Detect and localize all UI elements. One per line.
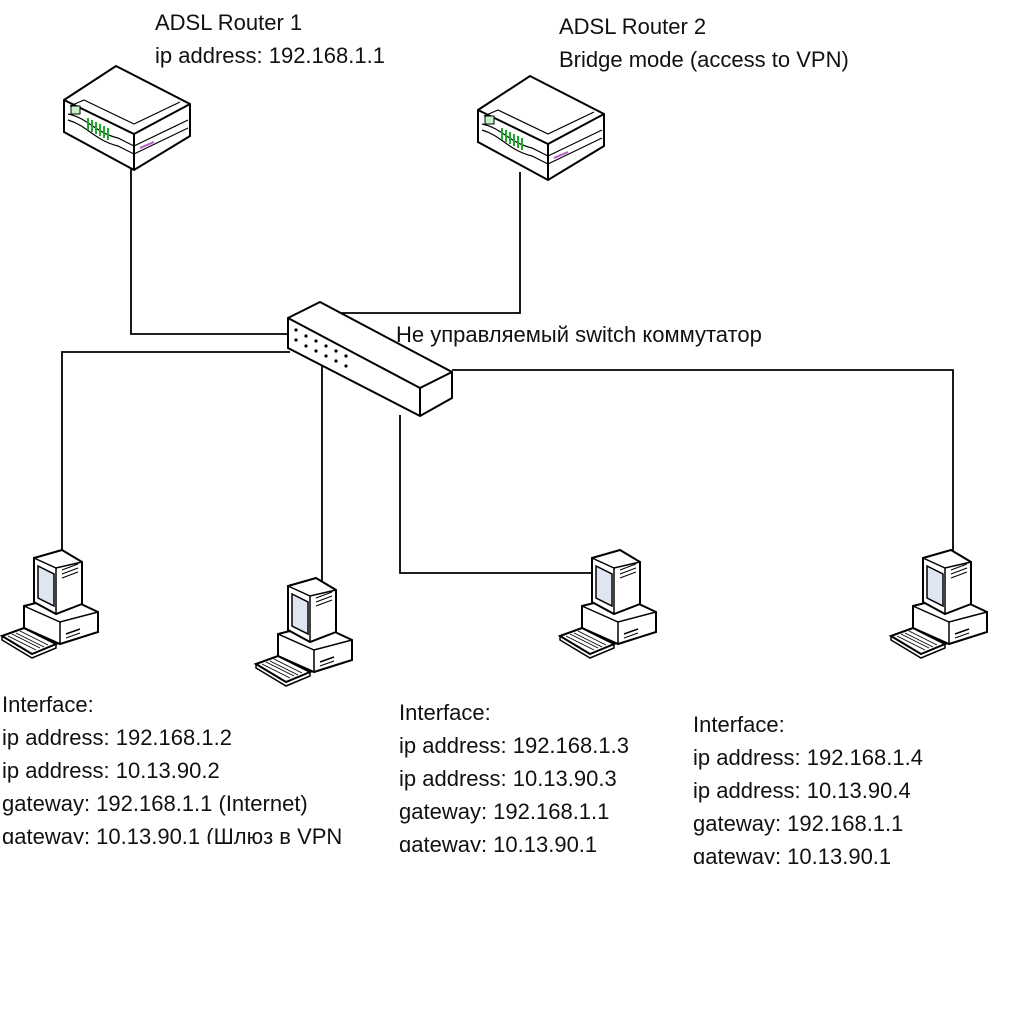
router2-icon [477,75,605,181]
pc4-line: gateway: 192.168.1.1 [693,811,904,836]
pc4-line: Interface: [693,712,785,737]
router2-mode: Bridge mode (access to VPN) [559,47,849,72]
pc1-line: gateway: 10.13.90.1 (Шлюз в VPN [2,824,343,844]
router2-name: ADSL Router 2 [559,14,707,39]
router1-ip: ip address: 192.168.1.1 [155,43,385,68]
link-pc3-switch [399,415,604,574]
connection-lines [61,160,954,582]
router1-icon [63,65,191,171]
pc3-line: gateway: 10.13.90.1 [399,832,598,852]
pc1-line: Interface: [2,692,94,717]
pc1-interface-text: Interface: ip address: 192.168.1.2 ip ad… [2,688,342,844]
link-pc4-switch [452,369,954,557]
pc1-icon [1,549,99,659]
pc1-line: gateway: 192.168.1.1 (Internet) [2,791,308,816]
pc1-line: ip address: 10.13.90.2 [2,758,220,783]
pc4-interface-text: Interface: ip address: 192.168.1.4 ip ad… [693,708,923,864]
link-router1-switch [130,160,290,335]
router2-label: ADSL Router 2 Bridge mode (access to VPN… [559,10,849,76]
router1-name: ADSL Router 1 [155,10,303,35]
pc1-line: ip address: 192.168.1.2 [2,725,232,750]
pc4-icon [890,549,988,659]
pc4-line: gateway: 10.13.90.1 [693,844,892,864]
switch-label: Не управляемый switch коммутатор [396,322,762,347]
pc3-interface-text: Interface: ip address: 192.168.1.3 ip ad… [399,696,629,852]
link-pc1-switch [61,351,290,557]
pc3-icon [559,549,657,659]
switch-icon [287,300,453,418]
pc3-line: Interface: [399,700,491,725]
router1-label: ADSL Router 1 ip address: 192.168.1.1 [155,6,385,72]
link-router2-switch [340,172,521,314]
pc4-line: ip address: 192.168.1.4 [693,745,923,770]
pc4-line: ip address: 10.13.90.4 [693,778,911,803]
pc3-line: ip address: 192.168.1.3 [399,733,629,758]
pc3-line: ip address: 10.13.90.3 [399,766,617,791]
pc2-icon [255,577,353,687]
pc3-line: gateway: 192.168.1.1 [399,799,610,824]
